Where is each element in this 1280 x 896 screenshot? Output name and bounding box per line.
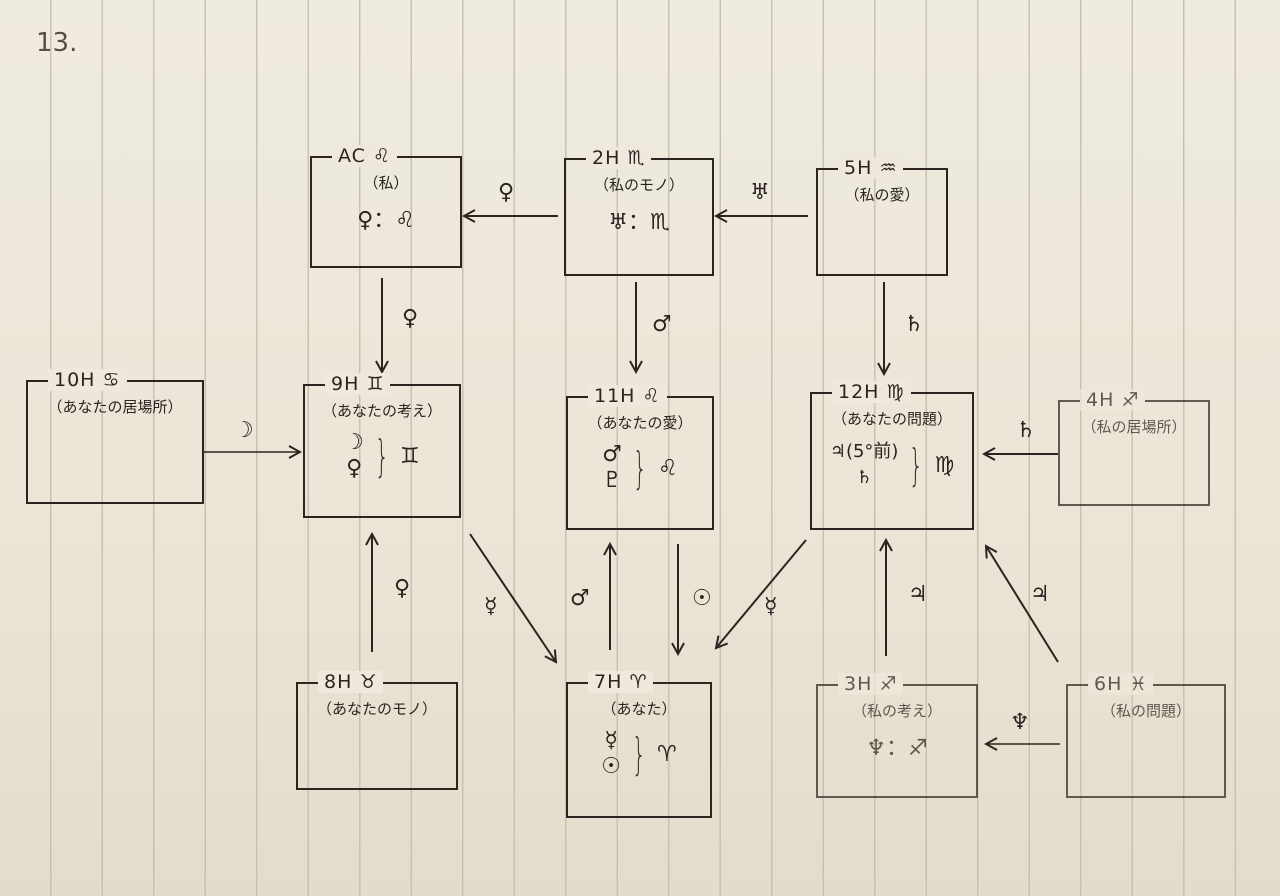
house-box-2h: 2H ♏ （私のモノ） ♅：♏ <box>564 147 714 276</box>
house-box-5h: 5H ♒ （私の愛） <box>816 157 948 276</box>
arrow-label-saturn: ♄ <box>904 312 924 337</box>
arrow-label-mars: ♂ <box>570 586 590 611</box>
house-subtitle: （あなたのモノ） <box>316 700 437 718</box>
house-subtitle: （私の愛） <box>844 186 920 204</box>
house-box-10h: 10H ♋ （あなたの居場所） <box>26 369 204 504</box>
arrow-label-mercury: ☿ <box>764 594 778 619</box>
house-box-12h: 12H ♍ （あなたの問題） ♃(5°前)♄ } ♍ <box>810 381 974 530</box>
house-box-8h: 8H ♉ （あなたのモノ） <box>296 671 458 790</box>
ruler-line: ♀：♌ <box>357 208 415 233</box>
arrow-label-jupiter: ♃ <box>908 582 928 607</box>
arrow-label-venus: ♀ <box>402 306 419 331</box>
house-title: 2H ♏ <box>586 147 652 169</box>
house-box-11h: 11H ♌ （あなたの愛） ♂♇ } ♌ <box>566 385 714 530</box>
house-subtitle: （あなたの考え） <box>321 402 442 420</box>
arrow-label-sun: ☉ <box>692 586 712 611</box>
arrow-label-mercury: ☿ <box>484 594 498 619</box>
house-title: 12H ♍ <box>832 381 911 403</box>
house-box-ac: AC ♌ （私） ♀：♌ <box>310 145 462 268</box>
arrow-label-uranus: ♅ <box>750 180 770 205</box>
house-title: 10H ♋ <box>48 369 127 391</box>
arrow-label-venus: ♀ <box>498 180 515 205</box>
house-subtitle: （私の問題） <box>1100 702 1191 720</box>
house-subtitle: （あなたの愛） <box>587 414 693 432</box>
house-box-7h: 7H ♈ （あなた） ☿☉ } ♈ <box>566 671 712 818</box>
arrow-label-mars: ♂ <box>652 312 672 337</box>
house-subtitle: （私のモノ） <box>593 176 684 194</box>
house-title: 5H ♒ <box>838 157 904 179</box>
house-title: 11H ♌ <box>588 385 667 407</box>
brace: } <box>909 439 924 491</box>
house-subtitle: （あなたの問題） <box>831 410 952 428</box>
arrow-label-venus: ♀ <box>394 576 411 601</box>
planet-group: ☽♀ } ♊ <box>344 430 420 482</box>
brace: } <box>632 728 646 780</box>
house-title: 6H ♓ <box>1088 673 1154 695</box>
house-subtitle: （私の居場所） <box>1081 418 1187 436</box>
house-subtitle: （私） <box>363 174 409 192</box>
house-title: 8H ♉ <box>318 671 384 693</box>
house-title: 7H ♈ <box>588 671 654 693</box>
house-subtitle: （あなた） <box>601 700 677 718</box>
arrow-label-saturn: ♄ <box>1016 418 1036 443</box>
house-box-6h: 6H ♓ （私の問題） <box>1066 673 1226 798</box>
arrow-label-neptune: ♆ <box>1010 710 1030 735</box>
planet-group: ♂♇ } ♌ <box>602 442 678 494</box>
arrow-6h-to-12h <box>986 546 1059 663</box>
page-number: 13. <box>36 28 78 58</box>
arrow-label-moon: ☽ <box>234 418 254 443</box>
brace: } <box>375 430 389 482</box>
house-subtitle: （私の考え） <box>851 702 942 720</box>
planet-group: ♃(5°前)♄ } ♍ <box>829 439 955 491</box>
house-box-3h: 3H ♐ （私の考え） ♆：♐ <box>816 673 978 798</box>
ruler-line: ♅：♏ <box>608 210 670 235</box>
brace: } <box>633 442 647 494</box>
house-box-4h: 4H ♐ （私の居場所） <box>1058 389 1210 506</box>
planet-group: ☿☉ } ♈ <box>601 728 677 780</box>
arrow-label-jupiter: ♃ <box>1030 582 1050 607</box>
arrow-9h-to-7h <box>469 533 556 662</box>
ruler-line: ♆：♐ <box>866 736 928 761</box>
house-title: 3H ♐ <box>838 673 904 695</box>
house-title: 4H ♐ <box>1080 389 1146 411</box>
house-title: 9H ♊ <box>325 373 391 395</box>
arrow-12h-to-7h <box>716 539 807 648</box>
house-box-9h: 9H ♊ （あなたの考え） ☽♀ } ♊ <box>303 373 461 518</box>
house-title: AC ♌ <box>332 145 398 167</box>
house-subtitle: （あなたの居場所） <box>47 398 183 416</box>
